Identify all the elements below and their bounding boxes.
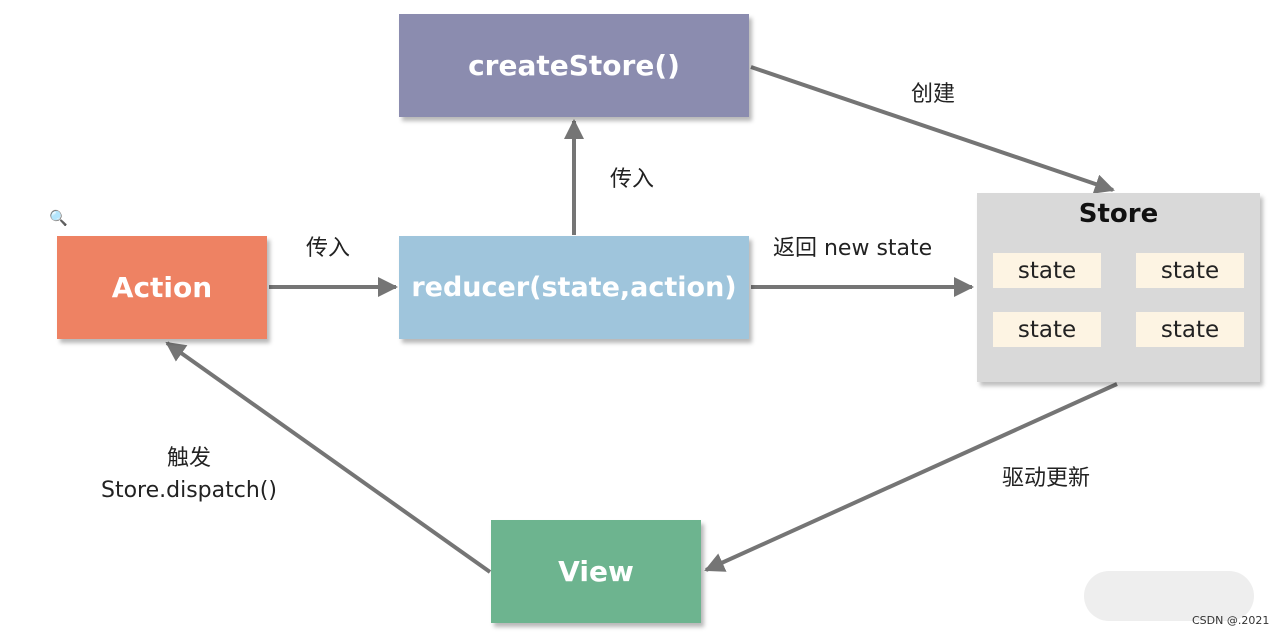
- store-node: Store state state state state: [977, 193, 1260, 382]
- zoom-in-icon[interactable]: 🔍: [49, 209, 68, 227]
- edge-label-create: 创建: [911, 82, 956, 107]
- edge-label-pass-to-createstore: 传入: [610, 167, 655, 192]
- edge-label-trigger: 触发: [166, 446, 211, 471]
- state-cell: state: [993, 253, 1101, 288]
- edge-label-pass-to-reducer: 传入: [306, 236, 351, 261]
- store-title: Store: [1078, 199, 1159, 229]
- create-store-node: createStore(): [399, 14, 749, 117]
- arrow-view-to-action: [165, 341, 492, 574]
- state-cell: state: [1136, 312, 1244, 347]
- state-cell: state: [993, 312, 1101, 347]
- reducer-node: reducer(state,action): [399, 236, 749, 339]
- edge-label-trigger-dispatch: 触发 Store.dispatch(): [101, 443, 277, 507]
- arrow-createstore-to-store: [750, 65, 1115, 194]
- arrow-store-to-view: [704, 382, 1118, 572]
- blurred-watermark: [1084, 571, 1254, 621]
- credit-text: CSDN @.2021: [1192, 614, 1270, 627]
- view-node: View: [491, 520, 701, 623]
- edge-label-dispatch: Store.dispatch(): [101, 478, 277, 503]
- state-cell: state: [1136, 253, 1244, 288]
- action-node: Action: [57, 236, 267, 339]
- edge-label-drive-update: 驱动更新: [1002, 466, 1091, 491]
- edge-label-return-new-state: 返回 new state: [773, 236, 933, 261]
